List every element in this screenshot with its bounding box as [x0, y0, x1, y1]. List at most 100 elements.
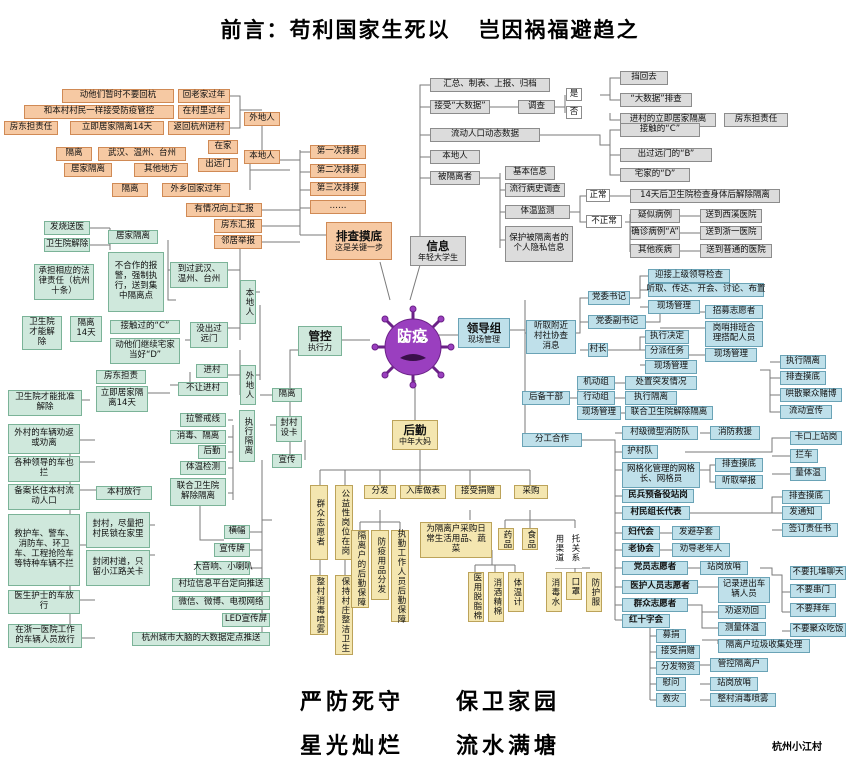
grid-2: 听取举报	[715, 475, 763, 489]
party-out-1: 不要扎堆聊天	[790, 566, 846, 580]
deputy-sec: 党委副书记	[588, 315, 646, 329]
div-1: 村级微型消防队	[622, 426, 698, 440]
exec-4: 体温检测	[180, 461, 226, 475]
log-dist: 分发	[364, 485, 396, 499]
cad-out-1: 处置突发情况	[625, 376, 697, 390]
block-back: 挡回去	[620, 71, 668, 85]
exec-5: 联合卫生院解除隔离	[170, 478, 226, 506]
not-entered: 不让进村	[178, 382, 228, 396]
normal-out: 14天后卫生院检查身体后解除隔离	[630, 189, 780, 203]
masks: 口罩	[566, 572, 582, 600]
red-right-1: 管控隔离户	[710, 658, 768, 672]
return-hz: 返回杭州进村	[168, 121, 230, 135]
round-4: ……	[310, 200, 366, 214]
dep-1: 招募志愿者	[705, 305, 763, 319]
dist-2: 防疫用品分发	[371, 530, 389, 600]
quarantine-2: 隔离	[112, 183, 148, 197]
info-title: 信息	[426, 238, 450, 253]
guard-2: 拦车	[790, 449, 818, 463]
med-1: 医用脱脂棉	[468, 572, 484, 622]
other-disease: 其他疾病	[630, 244, 680, 258]
release-cars: 本村放行	[96, 486, 152, 500]
pub-1: 横幅	[224, 525, 250, 539]
logistics-node: 后勤 中年大妈	[392, 420, 438, 450]
party-sec: 党委书记	[588, 291, 630, 305]
div-4: 民兵预备役站岗	[622, 489, 694, 503]
went-out: 出远门	[198, 158, 238, 172]
publicity: 宣传	[272, 454, 302, 468]
suspect: 疑似病例	[630, 209, 680, 223]
cad-1: 机动组	[577, 376, 615, 390]
collect-report: 汇总、制表、上报、归档	[430, 78, 550, 92]
div-3: 网格化管理的网格长、网格员	[622, 462, 700, 488]
pub-7: 杭州城市大脑的大数据定点推送	[132, 632, 270, 646]
home14: 立即居家隔离14天	[96, 386, 148, 412]
dep-right-3: 哄散聚众赌博	[780, 388, 842, 402]
no-label: 否	[566, 106, 582, 119]
landlord-resp: 房东担责任	[4, 121, 58, 135]
contact-c: 接触过的“C”	[110, 320, 180, 334]
guard-3: 量体温	[790, 467, 826, 481]
party-vol: 站岗放哨	[700, 561, 748, 575]
leaders-title: 领导组	[466, 320, 502, 335]
hosp3: 卫生院才能批准解除	[8, 390, 82, 416]
dep-3: 现场管理	[705, 348, 757, 362]
round-1: 第一次排摸	[310, 145, 366, 159]
out-detail-2: 和本村村民一样接受防疫管控	[24, 105, 174, 119]
to-zheyi: 送到浙一医院	[700, 226, 762, 240]
neighbor-report: 邻居举报	[214, 235, 262, 249]
guard-1: 卡口上站岗	[790, 431, 842, 445]
screening-subtitle: 这是关键一步	[335, 243, 383, 253]
exec-3: 后勤	[198, 445, 226, 459]
crowd-vol: 劝返劝回	[718, 605, 766, 619]
dist-3: 执勤工作人员后勤保障	[391, 529, 409, 624]
report-up: 有情况向上汇报	[186, 203, 262, 217]
div-11: 红十字会	[622, 614, 670, 628]
food: 食品	[522, 528, 538, 550]
logistics-subtitle: 中年大妈	[399, 437, 431, 447]
to-xixi: 送到西溪医院	[700, 209, 762, 223]
chief-2: 分派任务	[645, 345, 689, 359]
stay-village: 在村里过年	[178, 105, 230, 119]
ctrl-home-iso: 居家隔离	[108, 230, 158, 244]
car-1: 外村的车辆劝返或劝离	[8, 424, 80, 454]
ctrl-landlord: 房东担责	[96, 370, 146, 384]
red-1: 募捐	[656, 629, 686, 643]
exec-2: 消毒、隔离	[170, 430, 226, 444]
screening-title: 排查摸底	[336, 228, 382, 243]
rep-2: 发通知	[782, 506, 822, 520]
party-out-2: 不要串门	[790, 584, 836, 598]
rep-3: 签订责任书	[782, 523, 838, 537]
div-6: 妇代会	[622, 526, 660, 540]
fire-rescue: 消防救援	[710, 426, 760, 440]
credit: 杭州小江村	[772, 742, 822, 753]
epi-history: 流行病史调查	[505, 183, 565, 197]
pub-4: 村垃信息平台定向推送	[172, 578, 270, 592]
yes-label: 是	[566, 88, 582, 101]
stay-d: 动他们继续宅家当好“D”	[110, 338, 180, 364]
quarantine-1: 隔离	[56, 147, 92, 161]
chief: 村长	[588, 343, 608, 357]
buy-for-iso: 为隔离户采购日常生活用品、蔬菜	[420, 522, 492, 558]
normal-label: 正常	[586, 189, 610, 202]
code-b: 出过远门的“B”	[620, 148, 712, 162]
cad-out-2: 执行隔离	[625, 391, 677, 405]
log-donate: 接受捐赠	[455, 485, 501, 499]
virus-icon	[371, 305, 455, 389]
car-6: 在浙一医院工作的车辆人员放行	[8, 624, 82, 648]
survey: 调查	[518, 100, 555, 114]
exec-1: 拉警戒线	[180, 413, 226, 427]
control-title: 管控	[308, 328, 332, 343]
dep-right-2: 排查摸底	[780, 371, 826, 385]
red-4: 慰问	[656, 677, 686, 691]
ps-3: 现场管理	[648, 300, 700, 314]
logistics-title: 后勤	[403, 422, 427, 437]
division: 分工合作	[522, 433, 582, 447]
chief-3: 现场管理	[645, 360, 697, 374]
cadres: 后备干部	[522, 391, 570, 405]
car-3: 备案长住本村流动人口	[8, 484, 80, 510]
abnormal-label: 不正常	[586, 215, 622, 228]
party-out-4: 不要聚众吃饭	[790, 623, 846, 637]
exec-iso: 执行隔离	[239, 410, 255, 462]
rep-1: 排查摸底	[782, 490, 830, 504]
